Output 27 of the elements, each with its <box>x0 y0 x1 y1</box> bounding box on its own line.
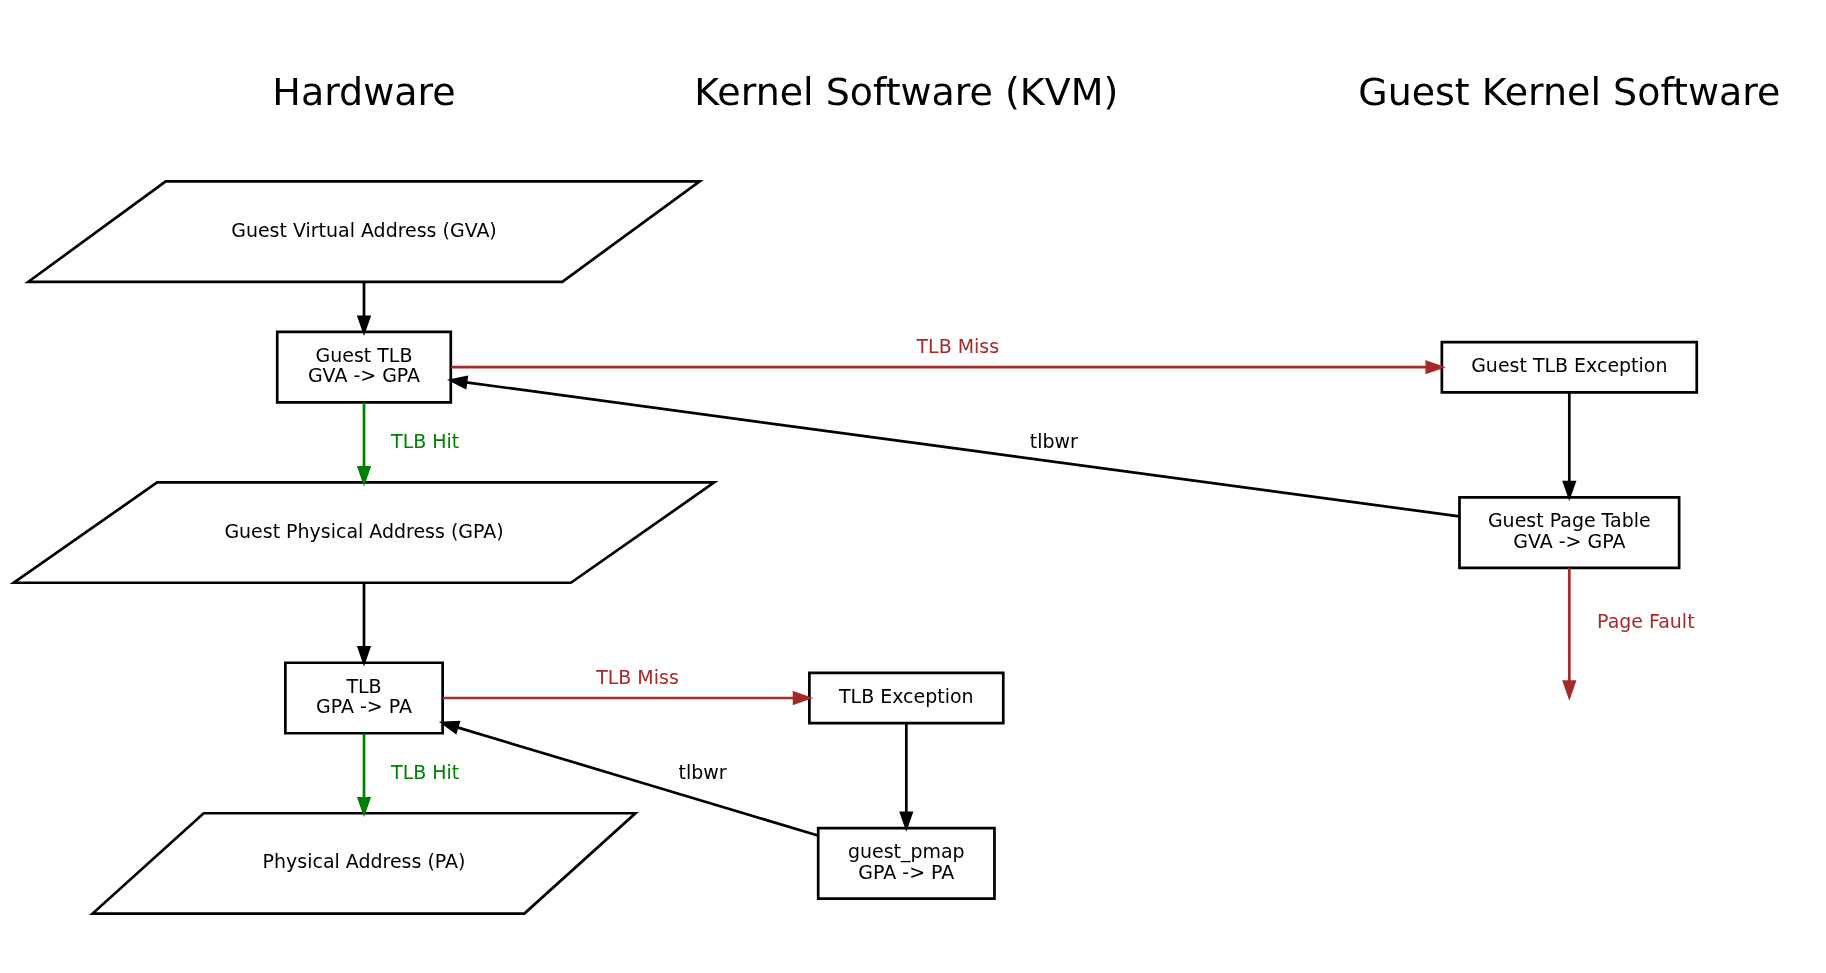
arrow <box>356 282 372 336</box>
arrow <box>356 402 372 487</box>
arrow <box>447 375 1460 518</box>
arrow <box>451 360 1446 375</box>
label: Kernel Software (KVM) <box>694 69 1119 114</box>
label: Guest Kernel Software <box>1358 69 1781 114</box>
arrow <box>1562 568 1577 701</box>
node-box: Guest Page Table GVA -> GPA <box>1458 496 1681 570</box>
edge-label: TLB Miss <box>596 666 679 689</box>
edge-label: tlbwr <box>678 760 727 783</box>
edge-label: Page Fault <box>1597 610 1695 633</box>
node-box: Guest TLB Exception <box>1440 340 1699 394</box>
edge-label: TLB Hit <box>391 430 460 453</box>
label: Hardware <box>272 69 456 114</box>
arrow <box>438 720 819 837</box>
edge-label: TLB Miss <box>916 335 1000 358</box>
arrow <box>899 723 914 832</box>
arrow <box>356 582 372 667</box>
edge-label: tlbwr <box>1029 430 1078 453</box>
node-box: TLB GPA -> PA <box>284 661 444 735</box>
arrow <box>442 690 814 706</box>
node-box: TLB Exception <box>808 671 1005 725</box>
node-box: guest_pmap GPA -> PA <box>816 826 996 900</box>
edge-label: TLB Hit <box>391 760 460 783</box>
arrow <box>356 733 372 818</box>
arrow <box>1562 392 1577 501</box>
node-box: Guest TLB GVA -> GPA <box>275 330 453 404</box>
